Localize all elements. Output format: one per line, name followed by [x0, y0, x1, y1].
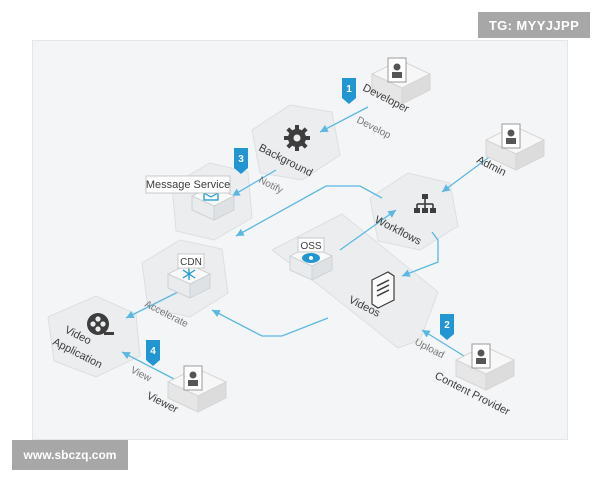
step-2-flag: 2 — [440, 314, 454, 340]
upload-line — [421, 329, 465, 357]
viewer-node — [166, 365, 228, 413]
oss-label-box — [297, 237, 325, 253]
workflows-to-videos-line — [401, 231, 439, 277]
cdn-cube — [166, 263, 212, 299]
view-line — [121, 351, 177, 381]
step-4-number: 4 — [150, 346, 156, 357]
step-3-number: 3 — [238, 154, 244, 165]
person-badge-icon — [387, 57, 407, 83]
step-1-number: 1 — [346, 84, 352, 95]
gear-icon — [284, 125, 310, 151]
develop-line — [319, 106, 369, 133]
step-4-flag: 4 — [146, 340, 160, 366]
telegram-watermark: TG: MYYJJPP — [478, 12, 590, 38]
videos-to-cdn-line — [211, 309, 329, 337]
website-watermark: www.sbczq.com — [12, 440, 128, 470]
oss-bucket-icon — [302, 253, 320, 263]
video-application-hexagon — [47, 295, 141, 378]
cdn-label-box — [177, 253, 205, 269]
step-1-flag: 1 — [342, 78, 356, 104]
upload-label: Upload — [413, 337, 446, 361]
person-badge-icon — [501, 123, 521, 149]
developer-node — [370, 57, 432, 105]
document-icon — [371, 271, 395, 309]
step-flag-icon — [234, 148, 248, 174]
develop-label: Develop — [355, 115, 393, 142]
oss-to-workflows-line — [339, 209, 397, 251]
workflows-to-message-line — [235, 185, 383, 237]
step-flag-icon — [146, 340, 160, 366]
admin-to-workflows-line — [441, 151, 497, 193]
message-service-label-box — [145, 175, 231, 194]
notify-line — [231, 169, 277, 197]
content-provider-node — [454, 343, 516, 391]
step-3-flag: 3 — [234, 148, 248, 174]
cdn-label: CDN — [180, 257, 202, 268]
network-icon — [182, 268, 196, 280]
view-label: View — [129, 365, 154, 385]
oss-label: OSS — [300, 241, 321, 252]
accelerate-line — [125, 291, 179, 319]
workflow-icon — [414, 194, 436, 213]
notify-label: Notify — [257, 175, 285, 196]
step-flag-icon — [342, 78, 356, 104]
person-badge-icon — [183, 365, 203, 391]
person-badge-icon — [471, 343, 491, 369]
step-flag-icon — [440, 314, 454, 340]
admin-node — [484, 123, 546, 171]
step-2-number: 2 — [444, 320, 450, 331]
film-reel-icon — [87, 313, 114, 335]
message-service-label: Message Service — [146, 179, 230, 191]
